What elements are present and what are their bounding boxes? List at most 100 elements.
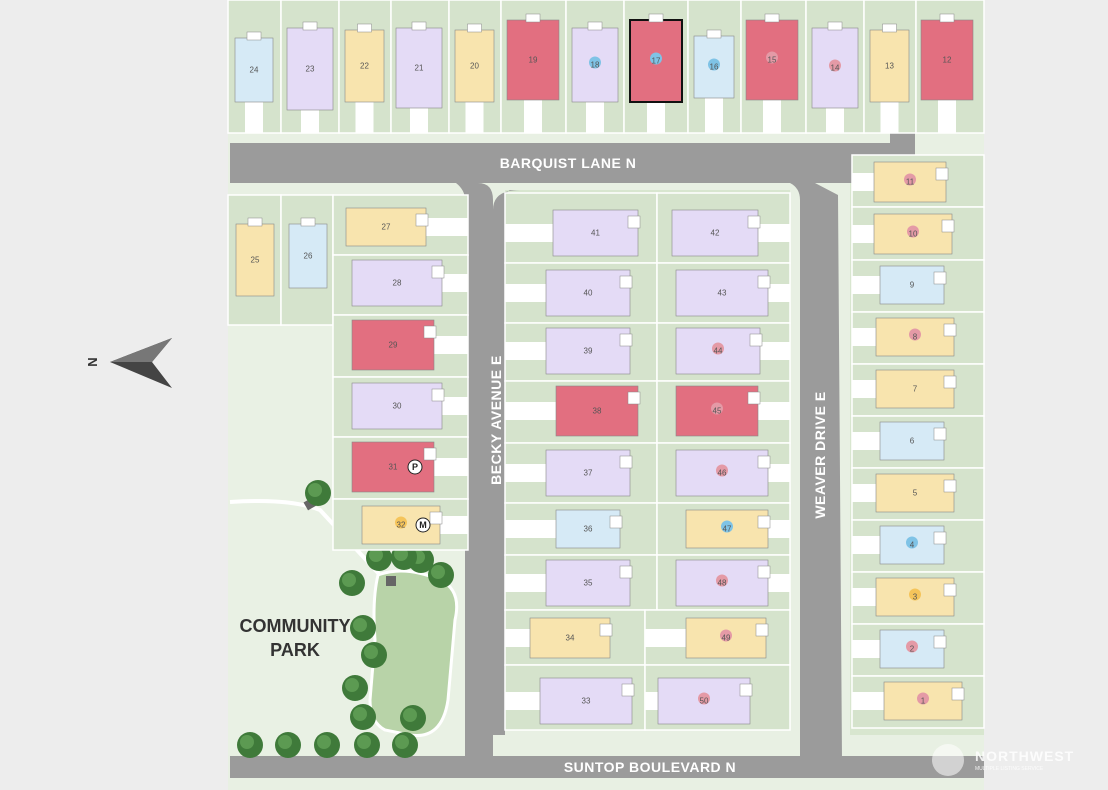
house-footprint[interactable] bbox=[555, 509, 621, 549]
lot-5[interactable]: 5 bbox=[851, 467, 985, 521]
lot-36[interactable]: 36 bbox=[504, 502, 658, 556]
lot-14[interactable]: 14 bbox=[805, 0, 865, 134]
lot-29[interactable]: 29 bbox=[332, 314, 469, 378]
driveway bbox=[524, 100, 542, 133]
lot-34[interactable]: 34 bbox=[504, 609, 646, 666]
house-footprint[interactable] bbox=[875, 473, 955, 513]
lot-43[interactable]: 43 bbox=[656, 262, 791, 324]
lot-17[interactable]: 17 bbox=[623, 0, 689, 134]
lot-number: 44 bbox=[714, 347, 723, 356]
lot-number: 30 bbox=[393, 402, 402, 411]
house-footprint[interactable] bbox=[506, 19, 560, 101]
house-footprint[interactable] bbox=[235, 223, 275, 297]
house-footprint[interactable] bbox=[529, 617, 611, 659]
house-footprint[interactable] bbox=[693, 35, 735, 99]
lot-26[interactable]: 26 bbox=[280, 194, 334, 326]
house-footprint[interactable] bbox=[545, 269, 631, 317]
driveway bbox=[768, 574, 790, 592]
lot-25[interactable]: 25 bbox=[227, 194, 282, 326]
lot-44[interactable]: 44 bbox=[656, 322, 791, 382]
lot-39[interactable]: 39 bbox=[504, 322, 658, 382]
house-footprint[interactable] bbox=[454, 29, 495, 103]
lot-41[interactable]: 41 bbox=[504, 192, 658, 264]
lot-15[interactable]: 15 bbox=[740, 0, 807, 134]
lot-42[interactable]: 42 bbox=[656, 192, 791, 264]
house-footprint[interactable] bbox=[351, 382, 443, 430]
lot-16[interactable]: 16 bbox=[687, 0, 742, 134]
house-footprint[interactable] bbox=[875, 577, 955, 617]
lot-11[interactable]: 11 bbox=[851, 154, 985, 208]
lot-20[interactable]: 20 bbox=[448, 0, 502, 134]
house-footprint[interactable] bbox=[351, 259, 443, 307]
house-footprint[interactable] bbox=[552, 209, 639, 257]
lot-33[interactable]: 33 bbox=[504, 664, 646, 731]
lot-18[interactable]: 18 bbox=[565, 0, 625, 134]
house-footprint[interactable] bbox=[869, 29, 910, 103]
lot-47[interactable]: 47 bbox=[656, 502, 791, 556]
porch bbox=[609, 515, 623, 529]
house-footprint[interactable] bbox=[671, 209, 759, 257]
house-footprint[interactable] bbox=[545, 559, 631, 607]
lot-24[interactable]: 24 bbox=[227, 0, 282, 134]
lot-21[interactable]: 21 bbox=[390, 0, 450, 134]
porch bbox=[757, 565, 771, 579]
lot-22[interactable]: 22 bbox=[338, 0, 392, 134]
lot-48[interactable]: 48 bbox=[656, 554, 791, 611]
lot-7[interactable]: 7 bbox=[851, 363, 985, 417]
lot-2[interactable]: 2 bbox=[851, 623, 985, 677]
house-footprint[interactable] bbox=[675, 269, 769, 317]
lot-10[interactable]: 10 bbox=[851, 206, 985, 261]
house-footprint[interactable] bbox=[351, 319, 435, 371]
house-footprint[interactable] bbox=[879, 421, 945, 461]
lot-38[interactable]: 38 bbox=[504, 380, 658, 444]
lot-4[interactable]: 4 bbox=[851, 519, 985, 573]
porch bbox=[300, 217, 316, 227]
driveway bbox=[505, 629, 530, 647]
house-footprint[interactable] bbox=[875, 369, 955, 409]
lot-40[interactable]: 40 bbox=[504, 262, 658, 324]
lot-45[interactable]: 45 bbox=[656, 380, 791, 444]
lot-1[interactable]: 1 bbox=[851, 675, 985, 729]
house-footprint[interactable] bbox=[345, 207, 427, 247]
lot-8[interactable]: 8 bbox=[851, 311, 985, 365]
house-footprint[interactable] bbox=[920, 19, 974, 101]
driveway bbox=[763, 100, 781, 133]
house-footprint[interactable] bbox=[344, 29, 385, 103]
lot-number: 22 bbox=[360, 62, 369, 71]
lot-49[interactable]: 49 bbox=[644, 609, 791, 666]
house-footprint[interactable] bbox=[879, 265, 945, 305]
tree-highlight bbox=[345, 678, 359, 692]
lot-37[interactable]: 37 bbox=[504, 442, 658, 504]
lot-46[interactable]: 46 bbox=[656, 442, 791, 504]
barquist-lane-label: BARQUIST LANE N bbox=[500, 155, 637, 171]
porch bbox=[415, 213, 429, 227]
lot-30[interactable]: 30 bbox=[332, 376, 469, 438]
house-footprint[interactable] bbox=[545, 327, 631, 375]
house-footprint[interactable] bbox=[539, 677, 633, 725]
house-footprint[interactable] bbox=[286, 27, 334, 111]
lot-number: 34 bbox=[566, 634, 575, 643]
lot-50[interactable]: 50 bbox=[644, 664, 791, 731]
lot-marker-p bbox=[407, 459, 423, 475]
driveway bbox=[880, 102, 899, 133]
lot-27[interactable]: 27 bbox=[332, 194, 469, 256]
lot-3[interactable]: 3 bbox=[851, 571, 985, 625]
lot-13[interactable]: 13 bbox=[863, 0, 917, 134]
lot-19[interactable]: 19 bbox=[500, 0, 567, 134]
lot-23[interactable]: 23 bbox=[280, 0, 340, 134]
house-footprint[interactable] bbox=[555, 385, 639, 437]
lot-number: 38 bbox=[593, 407, 602, 416]
lot-number: 31 bbox=[389, 463, 398, 472]
house-footprint[interactable] bbox=[234, 37, 274, 103]
lot-28[interactable]: 28 bbox=[332, 254, 469, 316]
lot-12[interactable]: 12 bbox=[915, 0, 985, 134]
lot-35[interactable]: 35 bbox=[504, 554, 658, 611]
house-footprint[interactable] bbox=[288, 223, 328, 289]
lot-6[interactable]: 6 bbox=[851, 415, 985, 469]
house-footprint[interactable] bbox=[545, 449, 631, 497]
lot-number: 36 bbox=[584, 525, 593, 534]
lot-9[interactable]: 9 bbox=[851, 259, 985, 313]
